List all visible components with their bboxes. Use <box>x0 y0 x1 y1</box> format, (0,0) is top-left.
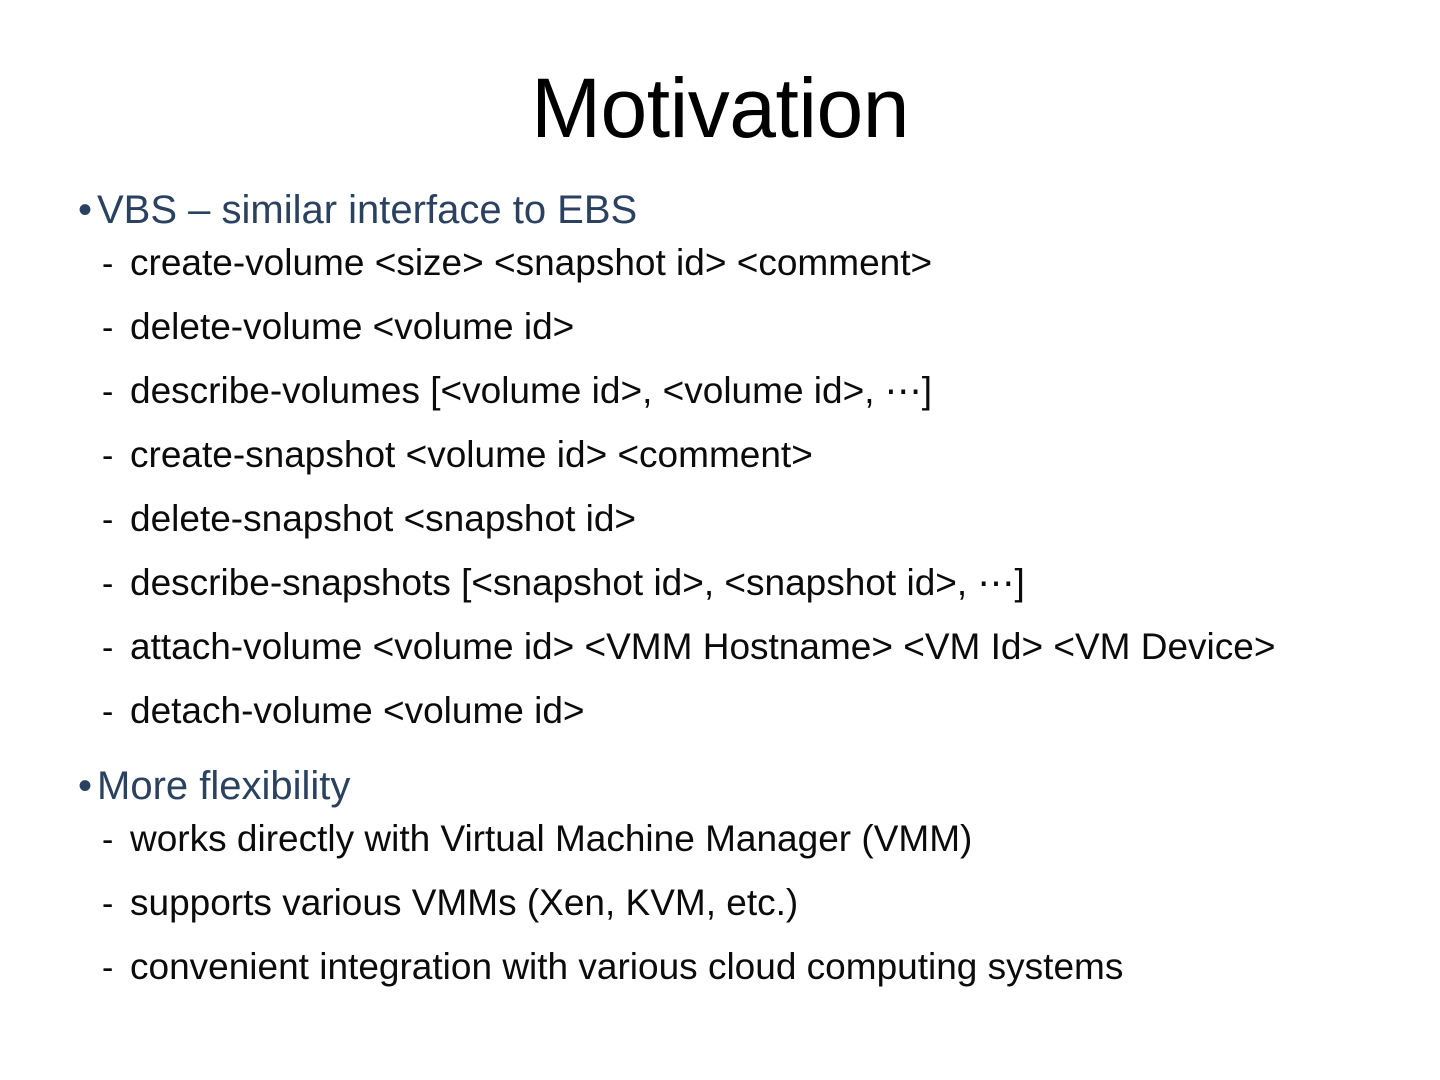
dash-marker-icon: - <box>102 501 114 539</box>
bullet-dot-icon: • <box>78 764 93 808</box>
dash-marker-icon: - <box>102 245 114 283</box>
list-item-label: describe-volumes [<volume id>, <volume i… <box>130 370 933 411</box>
dash-marker-icon: - <box>102 629 114 667</box>
dash-marker-icon: - <box>102 949 114 987</box>
dash-marker-icon: - <box>102 885 114 923</box>
list-item: - describe-snapshots [<snapshot id>, <sn… <box>78 564 1378 628</box>
dash-marker-icon: - <box>102 693 114 731</box>
dash-marker-icon: - <box>102 437 114 475</box>
dash-marker-icon: - <box>102 373 114 411</box>
list-item: - delete-snapshot <snapshot id> <box>78 500 1378 564</box>
list-item-label: attach-volume <volume id> <VMM Hostname>… <box>130 626 1276 667</box>
list-item-label: convenient integration with various clou… <box>130 946 1124 987</box>
list-item: - detach-volume <volume id> <box>78 692 1378 756</box>
bullet-level1-label: More flexibility <box>97 764 351 808</box>
list-item-label: describe-snapshots [<snapshot id>, <snap… <box>130 562 1025 603</box>
list-item-label: create-snapshot <volume id> <comment> <box>130 434 813 475</box>
list-item: - supports various VMMs (Xen, KVM, etc.) <box>78 884 1378 948</box>
dash-marker-icon: - <box>102 309 114 347</box>
dash-marker-icon: - <box>102 821 114 859</box>
page-title: Motivation <box>531 61 909 155</box>
list-item: - create-snapshot <volume id> <comment> <box>78 436 1378 500</box>
list-item: - create-volume <size> <snapshot id> <co… <box>78 244 1378 308</box>
list-item: - describe-volumes [<volume id>, <volume… <box>78 372 1378 436</box>
list-item: - delete-volume <volume id> <box>78 308 1378 372</box>
list-item-label: delete-volume <volume id> <box>130 306 575 347</box>
dash-marker-icon: - <box>102 565 114 603</box>
list-item: - convenient integration with various cl… <box>78 948 1378 1012</box>
bullet-level1-label: VBS – similar interface to EBS <box>97 188 638 232</box>
bullet-level1-more-flexibility: • More flexibility <box>78 766 1378 806</box>
slide-body: • VBS – similar interface to EBS - creat… <box>78 190 1378 1012</box>
list-item: - attach-volume <volume id> <VMM Hostnam… <box>78 628 1378 692</box>
list-item: - works directly with Virtual Machine Ma… <box>78 820 1378 884</box>
list-item-label: delete-snapshot <snapshot id> <box>130 498 637 539</box>
list-item-label: create-volume <size> <snapshot id> <comm… <box>130 242 933 283</box>
list-item-label: detach-volume <volume id> <box>130 690 585 731</box>
list-item-label: works directly with Virtual Machine Mana… <box>130 818 973 859</box>
bullet-level1-vbs: • VBS – similar interface to EBS <box>78 190 1378 230</box>
bullet-dot-icon: • <box>78 188 93 232</box>
list-item-label: supports various VMMs (Xen, KVM, etc.) <box>130 882 799 923</box>
